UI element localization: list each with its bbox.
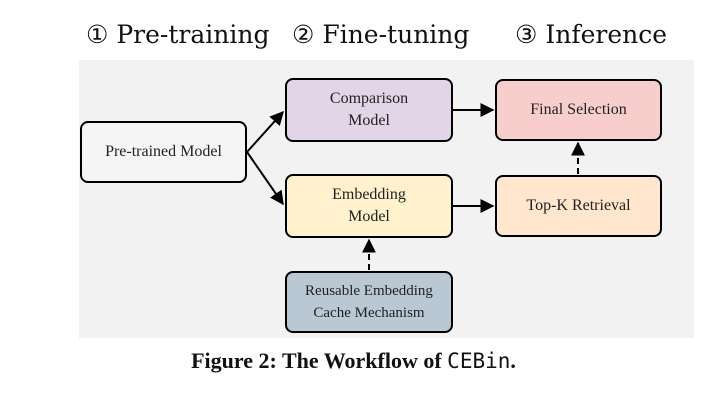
- final-selection-label-line-1: Final Selection: [530, 101, 627, 118]
- comparison-model-label-line-2: Model: [348, 112, 390, 129]
- cache-label-line-2: Cache Mechanism: [313, 305, 425, 321]
- stage-title-inference: ③ Inference: [515, 20, 668, 49]
- pretrained-model-label-line-1: Pre-trained Model: [105, 143, 222, 160]
- caption-suffix: .: [510, 348, 516, 373]
- embedding-model-box: Embedding Model: [285, 174, 453, 238]
- caption-prefix: Figure 2: The Workflow of: [191, 348, 448, 373]
- pretrained-model-box: Pre-trained Model: [80, 121, 247, 183]
- arrow-pretrained-to-embedding: [246, 151, 284, 206]
- comparison-model-label-line-1: Comparison: [329, 90, 409, 107]
- stage-title-pretraining: ① Pre-training: [86, 20, 270, 49]
- embedding-model-label-line-2: Model: [348, 208, 390, 225]
- comparison-model-box: Comparison Model: [285, 78, 453, 142]
- cache-label-line-1: Reusable Embedding: [305, 283, 433, 299]
- stage-title-finetuning: ② Fine-tuning: [292, 20, 470, 49]
- final-selection-box: Final Selection: [495, 79, 662, 141]
- embedding-model-label-line-1: Embedding: [332, 186, 406, 203]
- topk-retrieval-box: Top-K Retrieval: [495, 175, 662, 237]
- topk-retrieval-label-line-1: Top-K Retrieval: [526, 197, 631, 214]
- figure-caption: Figure 2: The Workflow of CEBin.: [0, 348, 707, 374]
- reusable-embedding-cache-box: Reusable Embedding Cache Mechanism: [285, 271, 453, 333]
- caption-system-name: CEBin: [447, 349, 511, 373]
- arrow-pretrained-to-comparison: [246, 110, 284, 153]
